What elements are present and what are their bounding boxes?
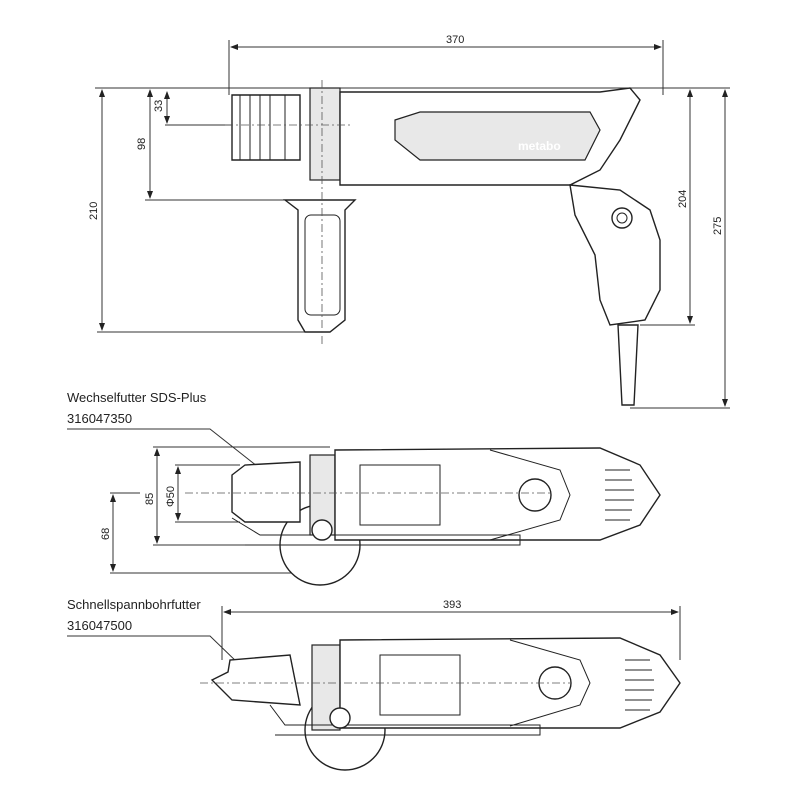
dim-393-label: 393 — [443, 599, 461, 611]
dim-85-label: 85 — [144, 493, 156, 505]
dim-total-height: 275 — [630, 89, 730, 409]
keyless-chuck-label: Schnellspannbohrfutter — [67, 597, 201, 612]
dim-98-label: 98 — [136, 138, 148, 150]
top-view-sds: Wechselfutter SDS-Plus 316047350 85 Φ50 … — [67, 390, 661, 586]
dim-370-label: 370 — [446, 34, 464, 46]
side-view: 370 33 98 210 204 275 — [88, 34, 730, 409]
dim-axis-height: 68 — [100, 492, 320, 574]
metabo-logo: metabo — [518, 139, 561, 153]
dim-handle-offset: 98 — [136, 89, 290, 201]
top-view-keyless: Schnellspannbohrfutter 316047500 393 — [67, 597, 681, 771]
dim-68-label: 68 — [100, 528, 112, 540]
dim-210-label: 210 — [88, 202, 100, 220]
keyless-part-number: 316047500 — [67, 618, 132, 633]
drill-side-outline: metabo — [225, 80, 661, 406]
drill-top-outline-sds — [185, 447, 661, 586]
dim-204-label: 204 — [677, 190, 689, 208]
sds-chuck-label: Wechselfutter SDS-Plus — [67, 390, 207, 405]
dim-keyless-length: 393 — [221, 599, 681, 660]
sds-part-number: 316047350 — [67, 411, 132, 426]
dim-33-label: 33 — [153, 100, 165, 112]
dim-diameter: Φ50 — [165, 464, 240, 523]
dim-grip-height: 204 — [640, 89, 695, 326]
dim-handle-height: 210 — [88, 89, 305, 333]
dim-275-label: 275 — [712, 217, 724, 235]
dim-phi50-label: Φ50 — [165, 486, 177, 507]
drill-top-outline-keyless — [200, 637, 681, 771]
dim-overall-length: 370 — [228, 34, 664, 95]
